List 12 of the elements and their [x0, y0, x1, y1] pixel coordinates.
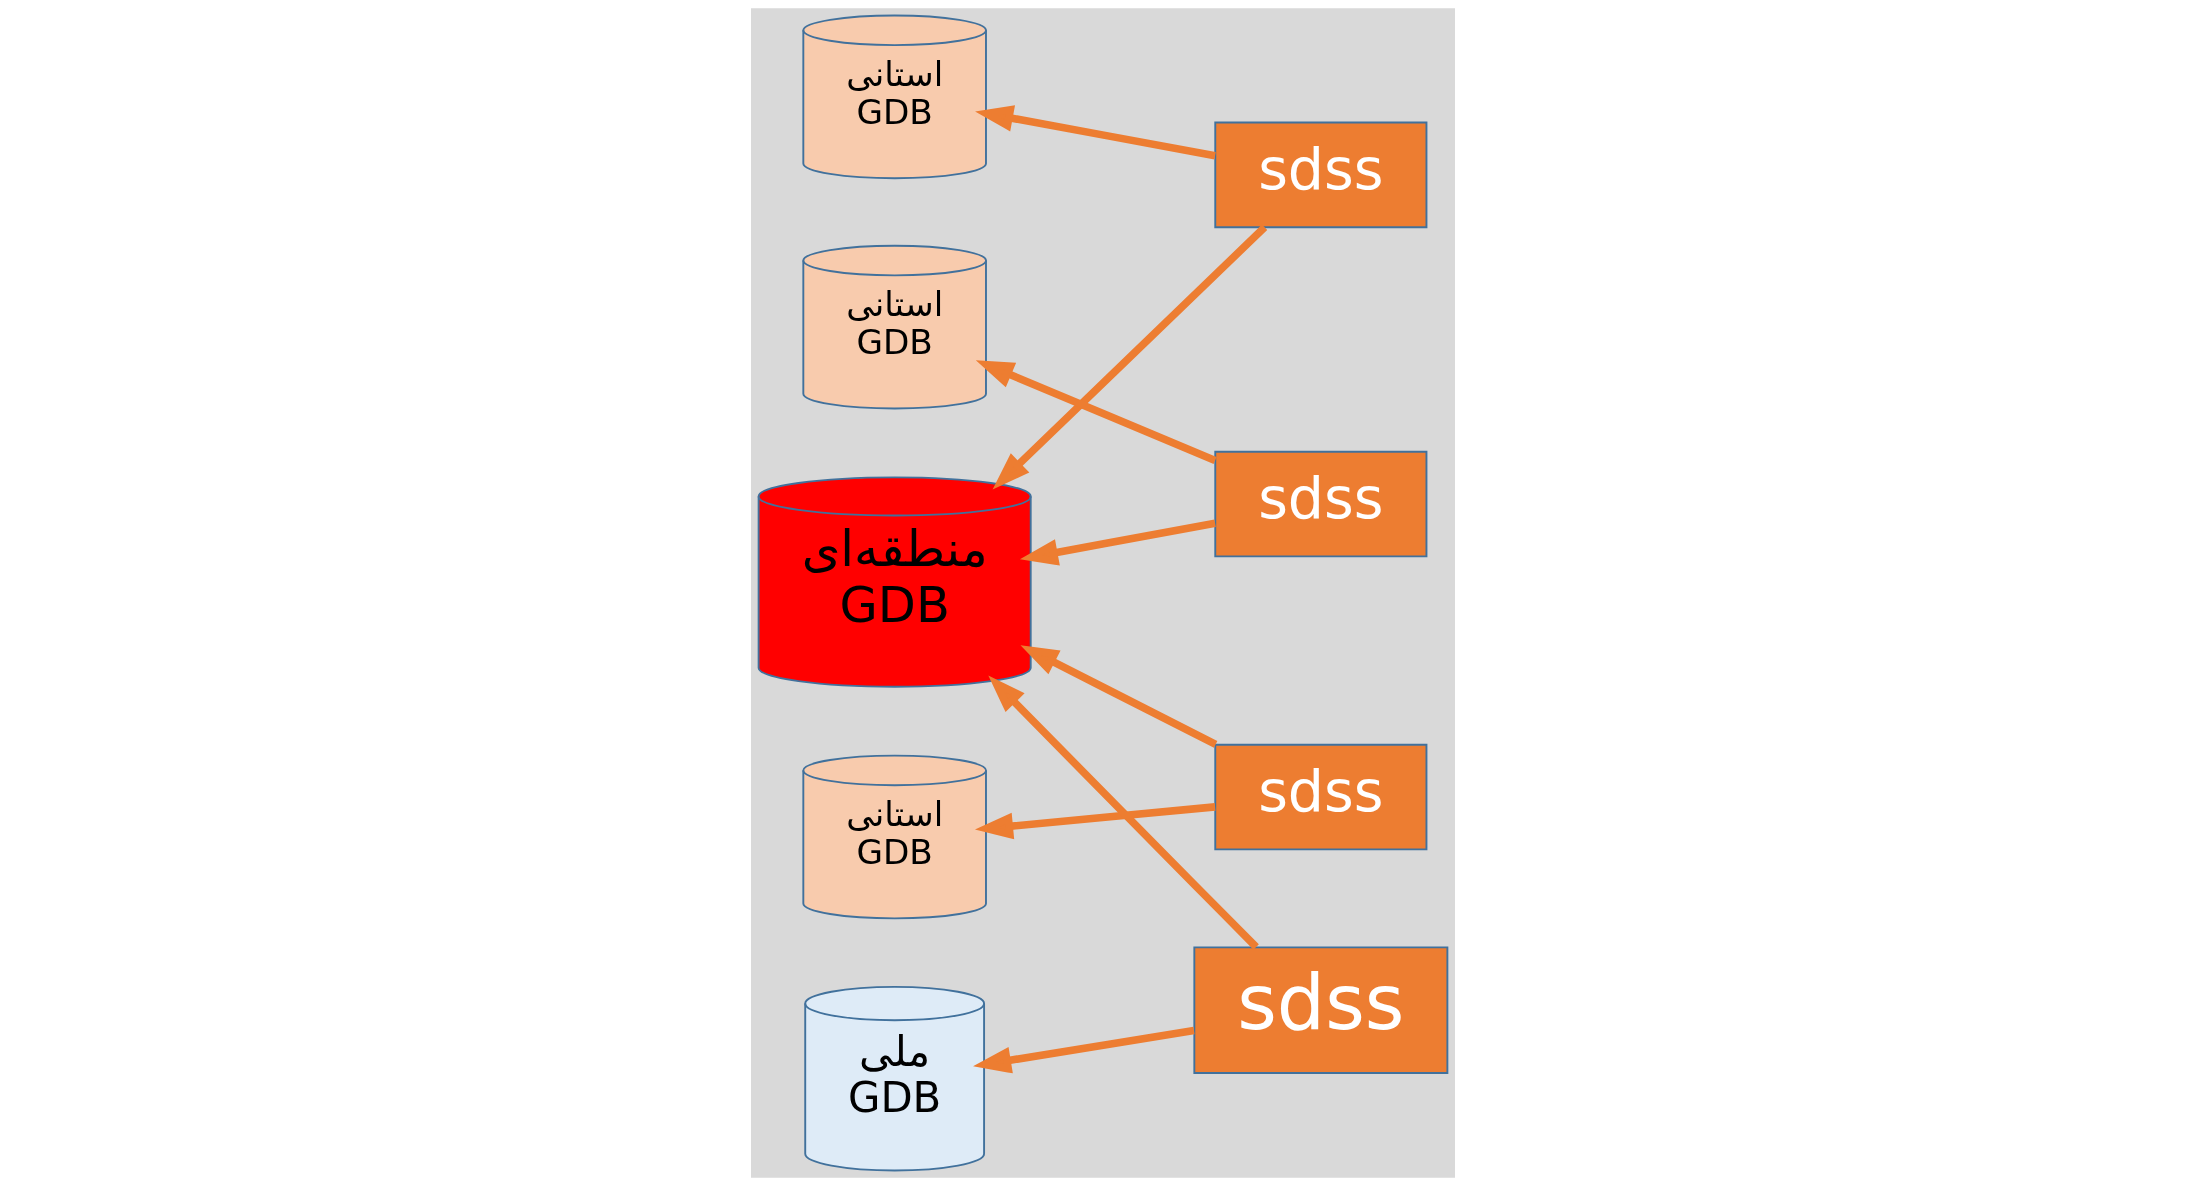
node-box: sdss — [1214, 450, 1428, 558]
arrow — [974, 803, 1216, 840]
arrow — [975, 360, 1217, 465]
arrow — [1019, 519, 1216, 566]
node-box: sdss — [1214, 121, 1428, 229]
arrow — [988, 675, 1259, 950]
arrow — [992, 224, 1268, 490]
arrow — [973, 1026, 1195, 1074]
arrow — [1020, 645, 1218, 748]
node-box: sdss — [1214, 743, 1428, 851]
node-box: sdss — [1193, 946, 1449, 1074]
arrow — [975, 105, 1216, 160]
